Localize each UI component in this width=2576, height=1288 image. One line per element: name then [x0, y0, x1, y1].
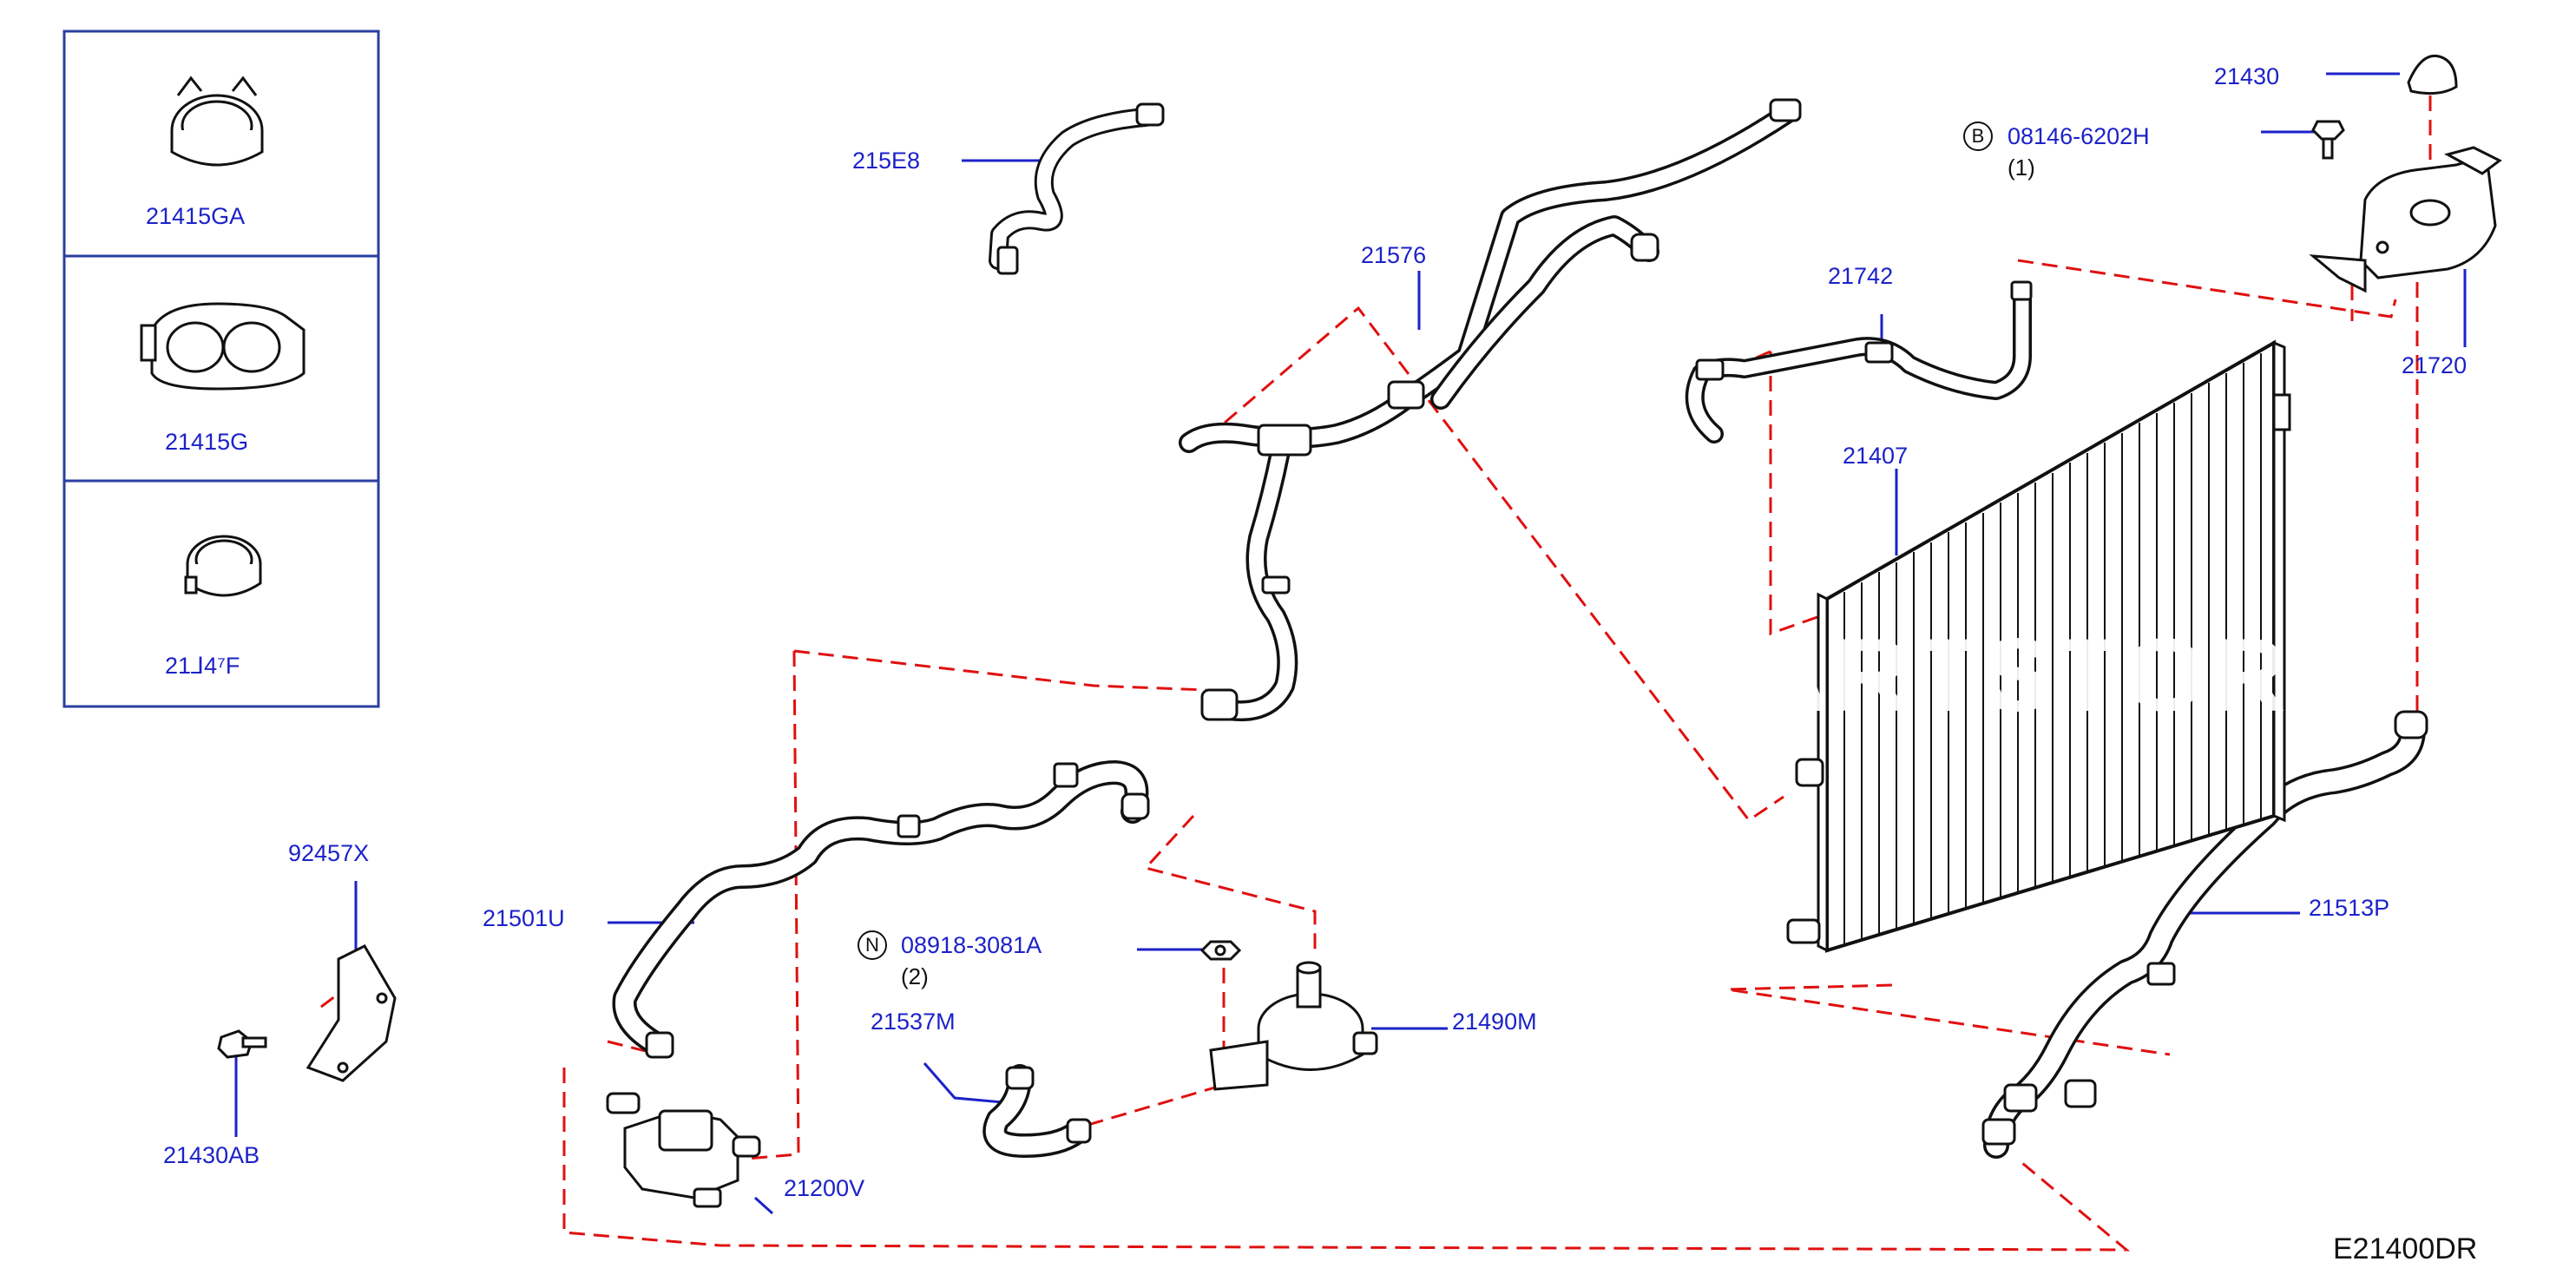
bolt-21430AB — [217, 1029, 267, 1059]
clamp-21415GA-icon — [170, 76, 264, 167]
qty-08146-6202H: (1) — [2008, 154, 2035, 181]
hose-21513P — [1983, 716, 2426, 1159]
diagram-code: E21400DR — [2333, 1232, 2478, 1265]
water-pump-21490M — [1209, 961, 1378, 1091]
dashed-assembly-lines — [320, 95, 2432, 1252]
inset-label-2147F: 21⅃4⁷F — [165, 653, 240, 679]
callout-21576: 21576 — [1361, 242, 1427, 268]
callout-21430: 21430 — [2214, 63, 2280, 89]
hose-fittings — [645, 98, 2428, 1146]
callout-21407: 21407 — [1843, 443, 1909, 469]
reservoir-cap-21430 — [2407, 54, 2458, 95]
callout-215E8: 215E8 — [852, 148, 921, 174]
hose-21537M — [982, 1064, 1088, 1158]
inset-panel — [62, 30, 380, 708]
marker-b-icon: B — [1963, 122, 1993, 151]
reservoir-tank-21720 — [2309, 146, 2502, 293]
callout-21200V: 21200V — [784, 1175, 865, 1201]
clamp-2147F-icon — [184, 535, 262, 597]
nut-08918-3081A — [1199, 940, 1242, 961]
leader-lines — [234, 72, 2467, 1215]
callout-21537M: 21537M — [871, 1009, 956, 1035]
bracket-21415G-icon — [140, 302, 306, 391]
inset-label-21415G: 21415G — [165, 429, 249, 455]
hose-21742 — [1685, 281, 2032, 444]
bracket-92457X — [306, 944, 397, 1082]
hose-21501U — [612, 760, 1149, 1058]
callout-92457X: 92457X — [288, 840, 370, 866]
callout-21501U: 21501U — [483, 905, 565, 931]
callout-08146-6202H: 08146-6202H — [2008, 123, 2150, 149]
inset-label-21415GA: 21415GA — [146, 203, 246, 229]
callout-21720: 21720 — [2402, 352, 2468, 378]
callout-21742: 21742 — [1828, 263, 1894, 289]
radiator-21407 — [1786, 339, 2291, 953]
callout-08918-3081A: 08918-3081A — [901, 932, 1042, 958]
qty-08918-3081A: (2) — [901, 963, 929, 989]
marker-n-icon: N — [858, 930, 887, 960]
callout-21490M: 21490M — [1452, 1009, 1537, 1035]
callout-21430AB: 21430AB — [163, 1142, 260, 1168]
hose-215E8 — [989, 108, 1155, 270]
bolt-08146-6202H — [2311, 120, 2345, 160]
watermark: ARTSTORE — [1753, 617, 2366, 733]
callout-21513P: 21513P — [2309, 895, 2390, 921]
water-pump-21200V — [606, 1092, 761, 1208]
